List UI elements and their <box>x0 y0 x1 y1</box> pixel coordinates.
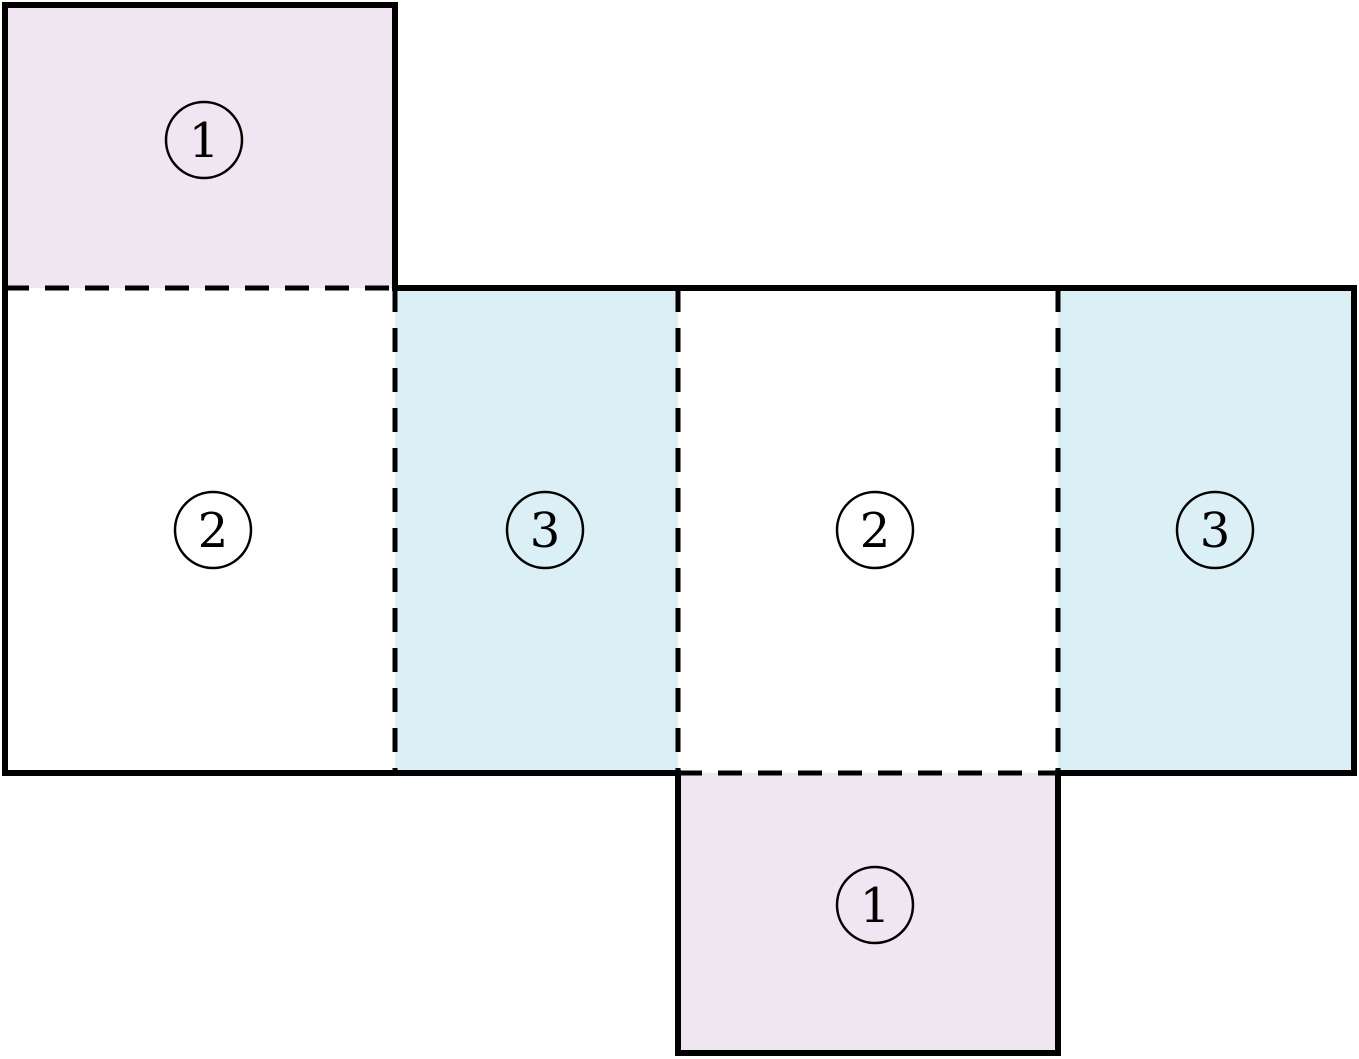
face-bottom-1 <box>678 773 1058 1053</box>
label-circle <box>505 490 585 570</box>
face-top-1 <box>5 5 395 288</box>
label-right-2: 2 <box>835 490 915 570</box>
face-left-2 <box>5 288 395 773</box>
label-left-2: 2 <box>173 490 253 570</box>
label-top-1: 1 <box>164 100 244 180</box>
label-text: 3 <box>1200 503 1231 559</box>
label-middle-3: 3 <box>505 490 585 570</box>
label-text: 3 <box>530 503 561 559</box>
label-text: 1 <box>189 113 220 169</box>
face-right-2 <box>678 288 1058 773</box>
label-text: 2 <box>198 503 229 559</box>
face-far-right-3 <box>1058 288 1354 773</box>
face-middle-3 <box>395 288 678 773</box>
fold-lines <box>5 285 1061 776</box>
label-circle <box>164 100 244 180</box>
label-circle <box>835 865 915 945</box>
label-text: 1 <box>860 878 891 934</box>
label-text: 2 <box>860 503 891 559</box>
label-bottom-1: 1 <box>835 865 915 945</box>
label-circle <box>835 490 915 570</box>
label-circle <box>173 490 253 570</box>
label-circle <box>1175 490 1255 570</box>
label-far-right-3: 3 <box>1175 490 1255 570</box>
